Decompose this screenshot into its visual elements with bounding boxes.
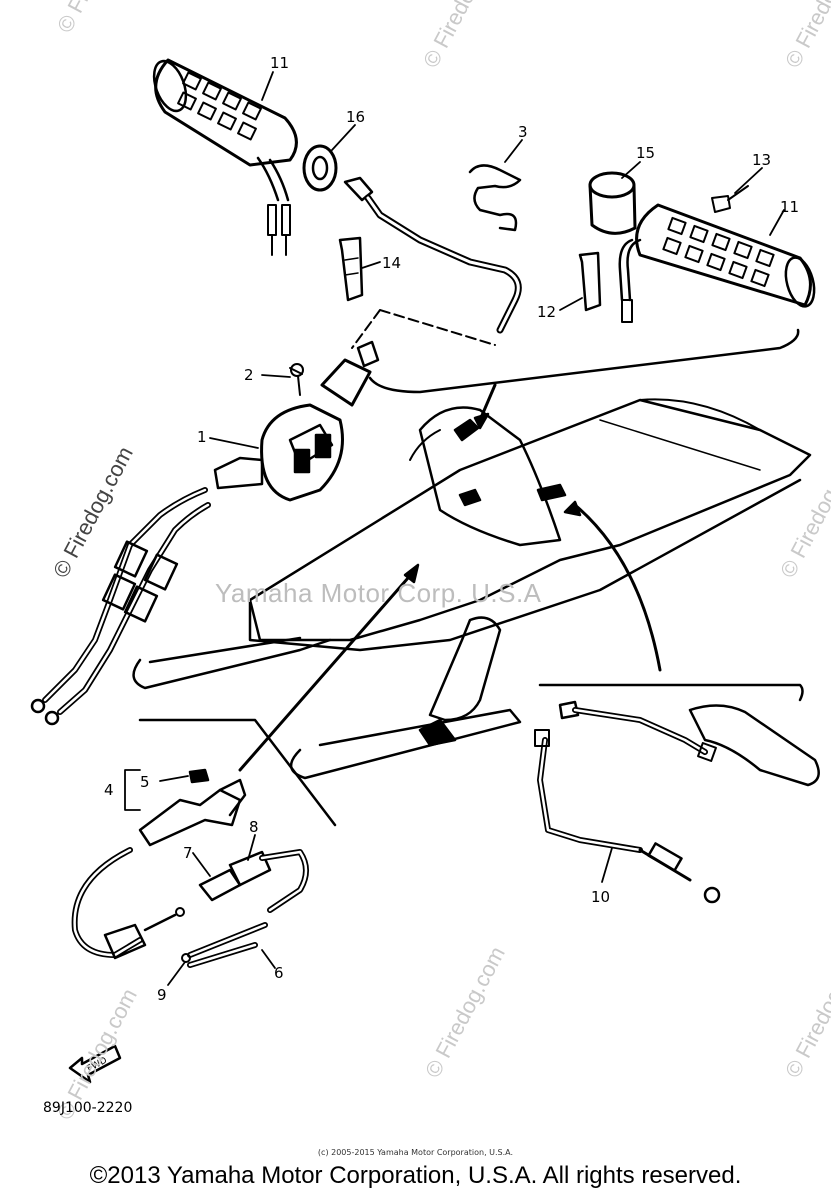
bracket-lower-left xyxy=(138,718,337,827)
bracket-lower-right xyxy=(538,683,804,702)
switch-assembly-drawing xyxy=(71,768,309,968)
callout-5: 5 xyxy=(140,773,150,791)
screw-13-drawing xyxy=(711,185,749,213)
callout-14: 14 xyxy=(382,254,401,272)
callout-8: 8 xyxy=(249,818,259,836)
callout-10: 10 xyxy=(591,888,610,906)
callout-leaders xyxy=(124,71,785,986)
callout-7: 7 xyxy=(183,844,193,862)
brake-cable-drawing xyxy=(534,700,820,904)
band-12-drawing xyxy=(578,251,602,312)
clip-3-drawing xyxy=(468,164,522,232)
callout-13: 13 xyxy=(752,151,771,169)
ring-16-drawing xyxy=(302,144,338,192)
callout-11-left: 11 xyxy=(270,54,289,72)
cap-15-drawing xyxy=(588,171,637,235)
callout-12: 12 xyxy=(537,303,556,321)
throttle-housing-drawing xyxy=(213,340,380,502)
callout-16: 16 xyxy=(346,108,365,126)
bracket-right xyxy=(368,328,800,394)
callout-4: 4 xyxy=(104,781,114,799)
callout-11-right: 11 xyxy=(780,198,799,216)
callout-labels: 11 16 3 15 13 11 14 12 2 1 4 5 8 7 10 6 … xyxy=(104,54,799,1004)
callout-15: 15 xyxy=(636,144,655,162)
right-grip-drawing xyxy=(618,203,816,323)
watermark-main: Yamaha Motor Corp. U.S.A xyxy=(215,578,542,608)
callout-9: 9 xyxy=(157,986,167,1004)
diagram-code: 89J100-2220 xyxy=(43,1100,133,1116)
callout-3: 3 xyxy=(518,123,528,141)
left-grip-drawing xyxy=(152,58,298,256)
copyright: ©2013 Yamaha Motor Corporation, U.S.A. A… xyxy=(89,1162,742,1189)
callout-2: 2 xyxy=(244,366,254,384)
throttle-cable-drawing xyxy=(343,176,522,334)
band-14-drawing xyxy=(338,236,364,302)
lead-line-dashed xyxy=(351,309,496,349)
twin-cables-drawing xyxy=(30,487,211,726)
callout-6: 6 xyxy=(274,964,284,982)
small-copyright: (c) 2005-2015 Yamaha Motor Corporation, … xyxy=(317,1148,514,1157)
callout-1: 1 xyxy=(197,428,207,446)
